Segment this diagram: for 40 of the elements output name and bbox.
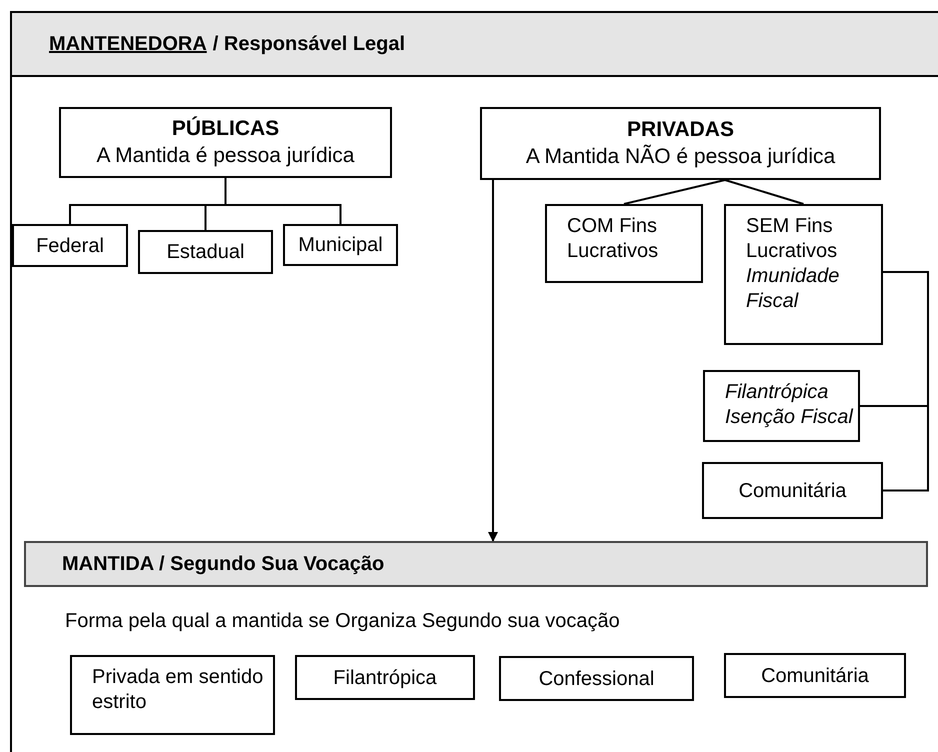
category-box	[59, 107, 392, 178]
connector-line	[883, 271, 929, 492]
note-text: Forma pela qual a mantida se Organiza Segundo sua vocação	[65, 609, 620, 634]
category-box	[480, 107, 881, 180]
arrow	[488, 180, 498, 542]
section-heading: MANTIDA / Segundo Sua Vocação	[62, 552, 384, 577]
box-label: Estadual	[166, 240, 244, 264]
box-label: Privada em sentido estrito	[92, 665, 264, 715]
box-label: Imunidade Fiscal	[746, 264, 840, 314]
box-heading: PRIVADAS	[627, 117, 734, 144]
type-box	[702, 462, 883, 519]
section-heading: MANTENEDORA	[49, 32, 207, 57]
section-band	[24, 541, 928, 587]
box-label: Municipal	[298, 233, 383, 257]
box-label: COM Fins Lucrativos	[567, 214, 660, 264]
box-label: SEM Fins Lucrativos	[746, 214, 838, 264]
vocation-box	[70, 655, 275, 735]
section-heading: / Responsável Legal	[212, 32, 406, 57]
box-label: A Mantida NÃO é pessoa jurídica	[526, 144, 836, 170]
box-heading: PÚBLICAS	[172, 116, 280, 142]
box-label: Federal	[36, 234, 104, 258]
connector-line	[724, 179, 804, 205]
box-label: Comunitária	[738, 478, 846, 502]
box-label: Filantrópica Isenção Fiscal	[725, 380, 854, 430]
box-label: A Mantida é pessoa jurídica	[96, 142, 354, 168]
type-box	[283, 224, 398, 266]
vocation-box	[499, 656, 694, 701]
header-band	[10, 11, 938, 77]
type-box	[12, 224, 128, 267]
type-box	[545, 204, 703, 283]
box-label: Comunitária	[761, 664, 869, 688]
type-box	[724, 204, 883, 345]
connector-line	[624, 179, 726, 205]
vocation-box	[295, 655, 475, 700]
type-box	[703, 370, 860, 442]
box-label: Confessional	[538, 666, 654, 690]
box-label: Filantrópica	[333, 666, 437, 690]
type-box	[138, 230, 273, 274]
connector-line	[224, 178, 342, 224]
vocation-box	[724, 653, 906, 698]
